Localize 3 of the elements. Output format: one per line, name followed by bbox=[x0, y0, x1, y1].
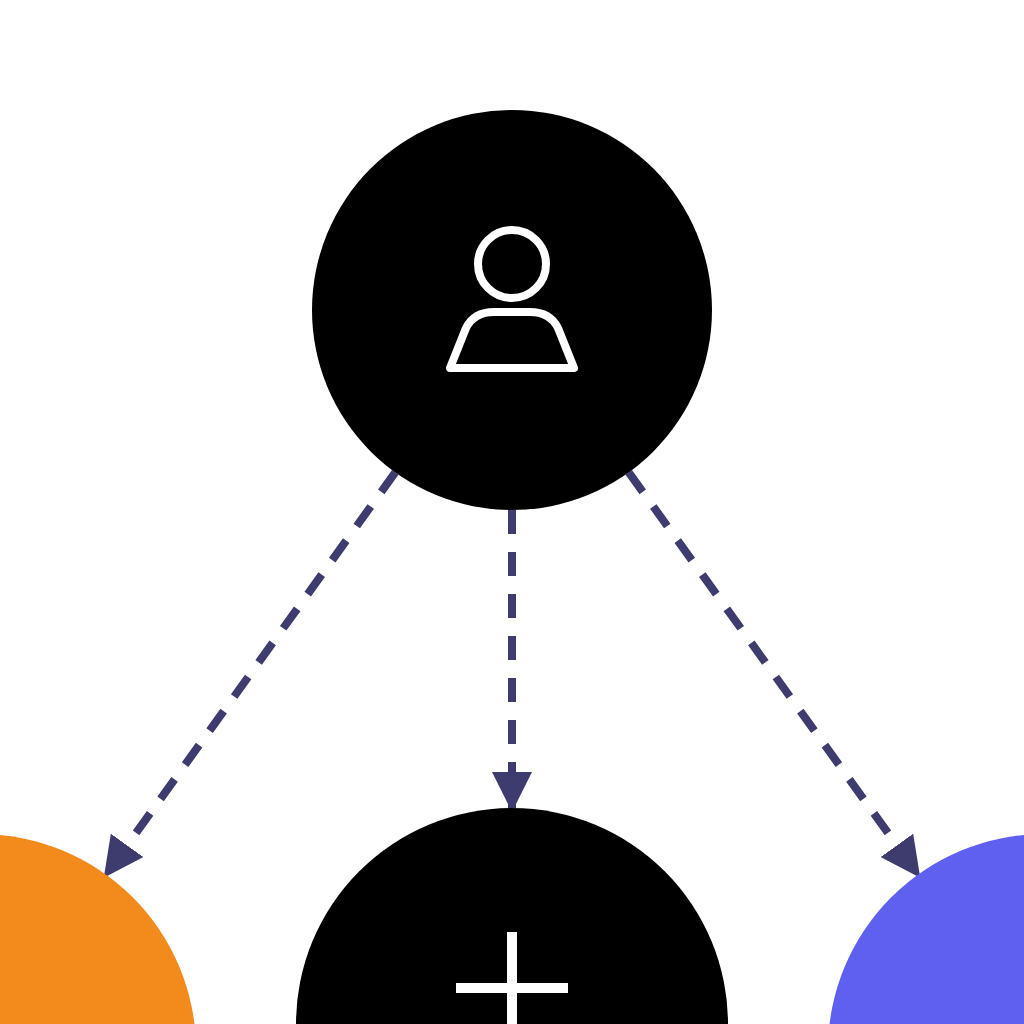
arrow bbox=[625, 470, 922, 878]
arrow bbox=[492, 510, 532, 812]
arrow bbox=[102, 470, 399, 878]
